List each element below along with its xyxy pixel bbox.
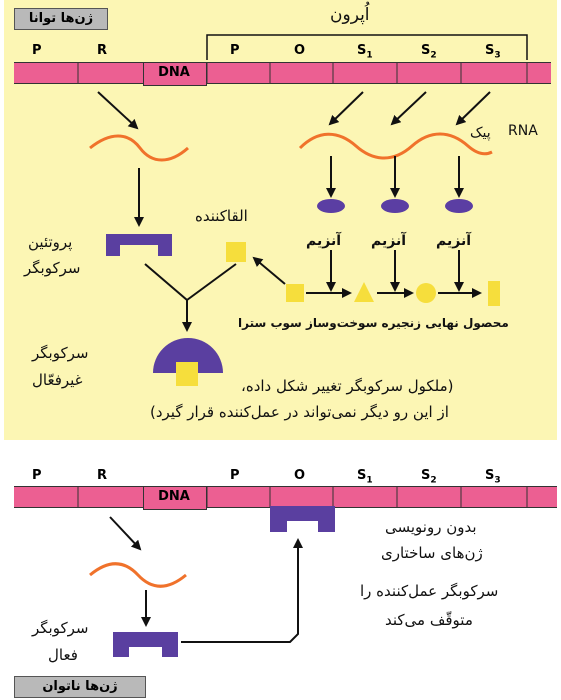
- top-gene-letter: S3: [485, 43, 501, 61]
- explanation-line-1: (ملکول سرکوبگر تغییر شکل داده،: [241, 377, 454, 395]
- bottom-gene-letter: O: [294, 468, 306, 483]
- enzyme-label: آنزیم: [306, 233, 341, 249]
- enzyme-label: آنزیم: [371, 233, 406, 249]
- inducer-label: القاکننده: [195, 207, 248, 225]
- top-gene-letter: O: [294, 43, 306, 58]
- bottom-gene-letter: S3: [485, 468, 501, 486]
- bottom-gene-letter: S1: [357, 468, 373, 486]
- bottom-dna-strip: [14, 486, 557, 508]
- bottom-gene-letter: R: [97, 468, 108, 483]
- bottom-corner-label: ژن‌ها ناتوان: [14, 676, 146, 698]
- pathway-end-product-label: محصول نهایی زنجیره سوخت‌وساز سوب سترا: [238, 316, 509, 330]
- top-gene-letter: S1: [357, 43, 373, 61]
- mrna-label-rna: RNA: [508, 123, 538, 139]
- bottom-dna-label-box: [143, 486, 207, 510]
- bound-repressor-on-operator: [270, 506, 335, 532]
- bottom-gene-letter: P: [32, 468, 42, 483]
- inactive-repressor-label-line1: سرکوبگر: [32, 344, 89, 362]
- top-gene-letter: P: [32, 43, 42, 58]
- repressor-protein-label-line2: سرکوبگر: [24, 259, 81, 277]
- bottom-gene-letter: P: [230, 468, 240, 483]
- top-corner-label: ژن‌ها توانا: [14, 8, 108, 30]
- operon-label: اُپرون: [330, 5, 370, 25]
- blocked-note-line-2: ژن‌های ساختاری: [381, 544, 483, 562]
- enzyme-label: آنزیم: [436, 233, 471, 249]
- bottom-gene-letter: S2: [421, 468, 437, 486]
- blocked-note-line-4: متوقّف می‌کند: [385, 611, 473, 629]
- bottom-dna-label: DNA: [158, 489, 190, 504]
- top-gene-letter: P: [230, 43, 240, 58]
- top-gene-letter: S2: [421, 43, 437, 61]
- inactive-repressor-label-line2: غیرفعّال: [32, 371, 83, 389]
- top-dna-label-box: [143, 62, 207, 86]
- mrna-label-messenger: پیک: [470, 125, 491, 141]
- blocked-note-line-1: بدون رونویسی: [385, 518, 477, 536]
- top-dna-strip: [14, 62, 551, 84]
- top-dna-label: DNA: [158, 65, 190, 80]
- active-repressor-label-line1: سرکوبگر: [32, 619, 89, 637]
- arrow-repressor-to-operator: [181, 538, 303, 643]
- bottom-mrna-wave: [89, 562, 187, 588]
- arrow-bottom-r-to-mrna: [109, 516, 142, 551]
- explanation-line-2: از این رو دیگر نمی‌تواند در عمل‌کننده قر…: [150, 403, 449, 421]
- top-gene-letter: R: [97, 43, 108, 58]
- active-repressor-shape: [113, 632, 178, 657]
- blocked-note-line-3: سرکوبگر عمل‌کننده را: [360, 582, 499, 600]
- active-repressor-label-line2: فعال: [48, 646, 78, 664]
- repressor-protein-label-line1: پروتئین: [28, 233, 73, 251]
